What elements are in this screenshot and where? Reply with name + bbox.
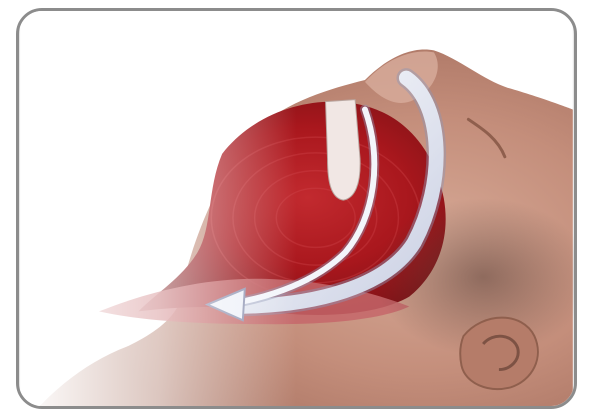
airway-illustration: [19, 11, 574, 406]
image-frame: [16, 8, 577, 409]
